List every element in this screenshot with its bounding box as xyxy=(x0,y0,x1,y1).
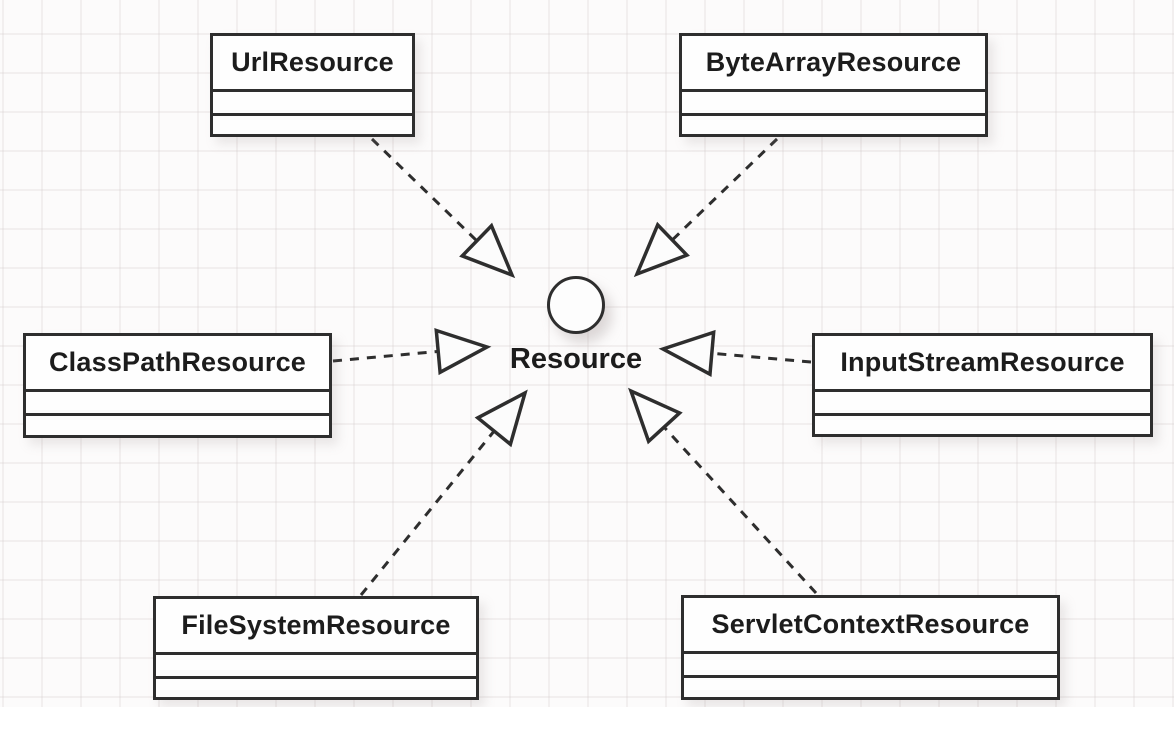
interface-lollipop-icon xyxy=(547,276,605,334)
edge-servletcontextresource-to-resource xyxy=(627,387,818,595)
class-box-inputstreamresource: InputStreamResource xyxy=(812,333,1153,437)
attributes-compartment xyxy=(26,389,329,413)
class-box-bytearrayresource: ByteArrayResource xyxy=(679,33,988,137)
class-box-urlresource: UrlResource xyxy=(210,33,415,137)
operations-compartment xyxy=(815,413,1150,434)
class-name-label: ByteArrayResource xyxy=(705,47,962,77)
class-name-label: InputStreamResource xyxy=(840,347,1125,377)
attributes-compartment xyxy=(213,89,412,113)
edge-inputstreamresource-to-resource xyxy=(658,329,812,378)
operations-compartment xyxy=(213,113,412,134)
class-name-label: FileSystemResource xyxy=(181,610,451,640)
operations-compartment xyxy=(684,675,1057,697)
class-box-filesystemresource: FileSystemResource xyxy=(153,596,479,700)
operations-compartment xyxy=(156,676,476,697)
class-name-label: UrlResource xyxy=(231,47,394,77)
edge-classpathresource-to-resource xyxy=(332,328,492,376)
class-box-classpathresource: ClassPathResource xyxy=(23,333,332,438)
edge-bytearrayresource-to-resource xyxy=(633,137,779,278)
canvas-bottom-margin xyxy=(0,707,1174,738)
attributes-compartment xyxy=(684,651,1057,675)
attributes-compartment xyxy=(815,389,1150,413)
operations-compartment xyxy=(26,413,329,435)
class-name-label: ClassPathResource xyxy=(48,347,306,377)
class-box-servletcontextresource: ServletContextResource xyxy=(681,595,1060,700)
edge-urlresource-to-resource xyxy=(370,137,516,279)
attributes-compartment xyxy=(156,652,476,676)
attributes-compartment xyxy=(682,89,985,113)
edge-filesystemresource-to-resource xyxy=(359,389,528,596)
interface-name-label: Resource xyxy=(509,343,643,375)
operations-compartment xyxy=(682,113,985,134)
class-name-label: ServletContextResource xyxy=(711,609,1030,639)
